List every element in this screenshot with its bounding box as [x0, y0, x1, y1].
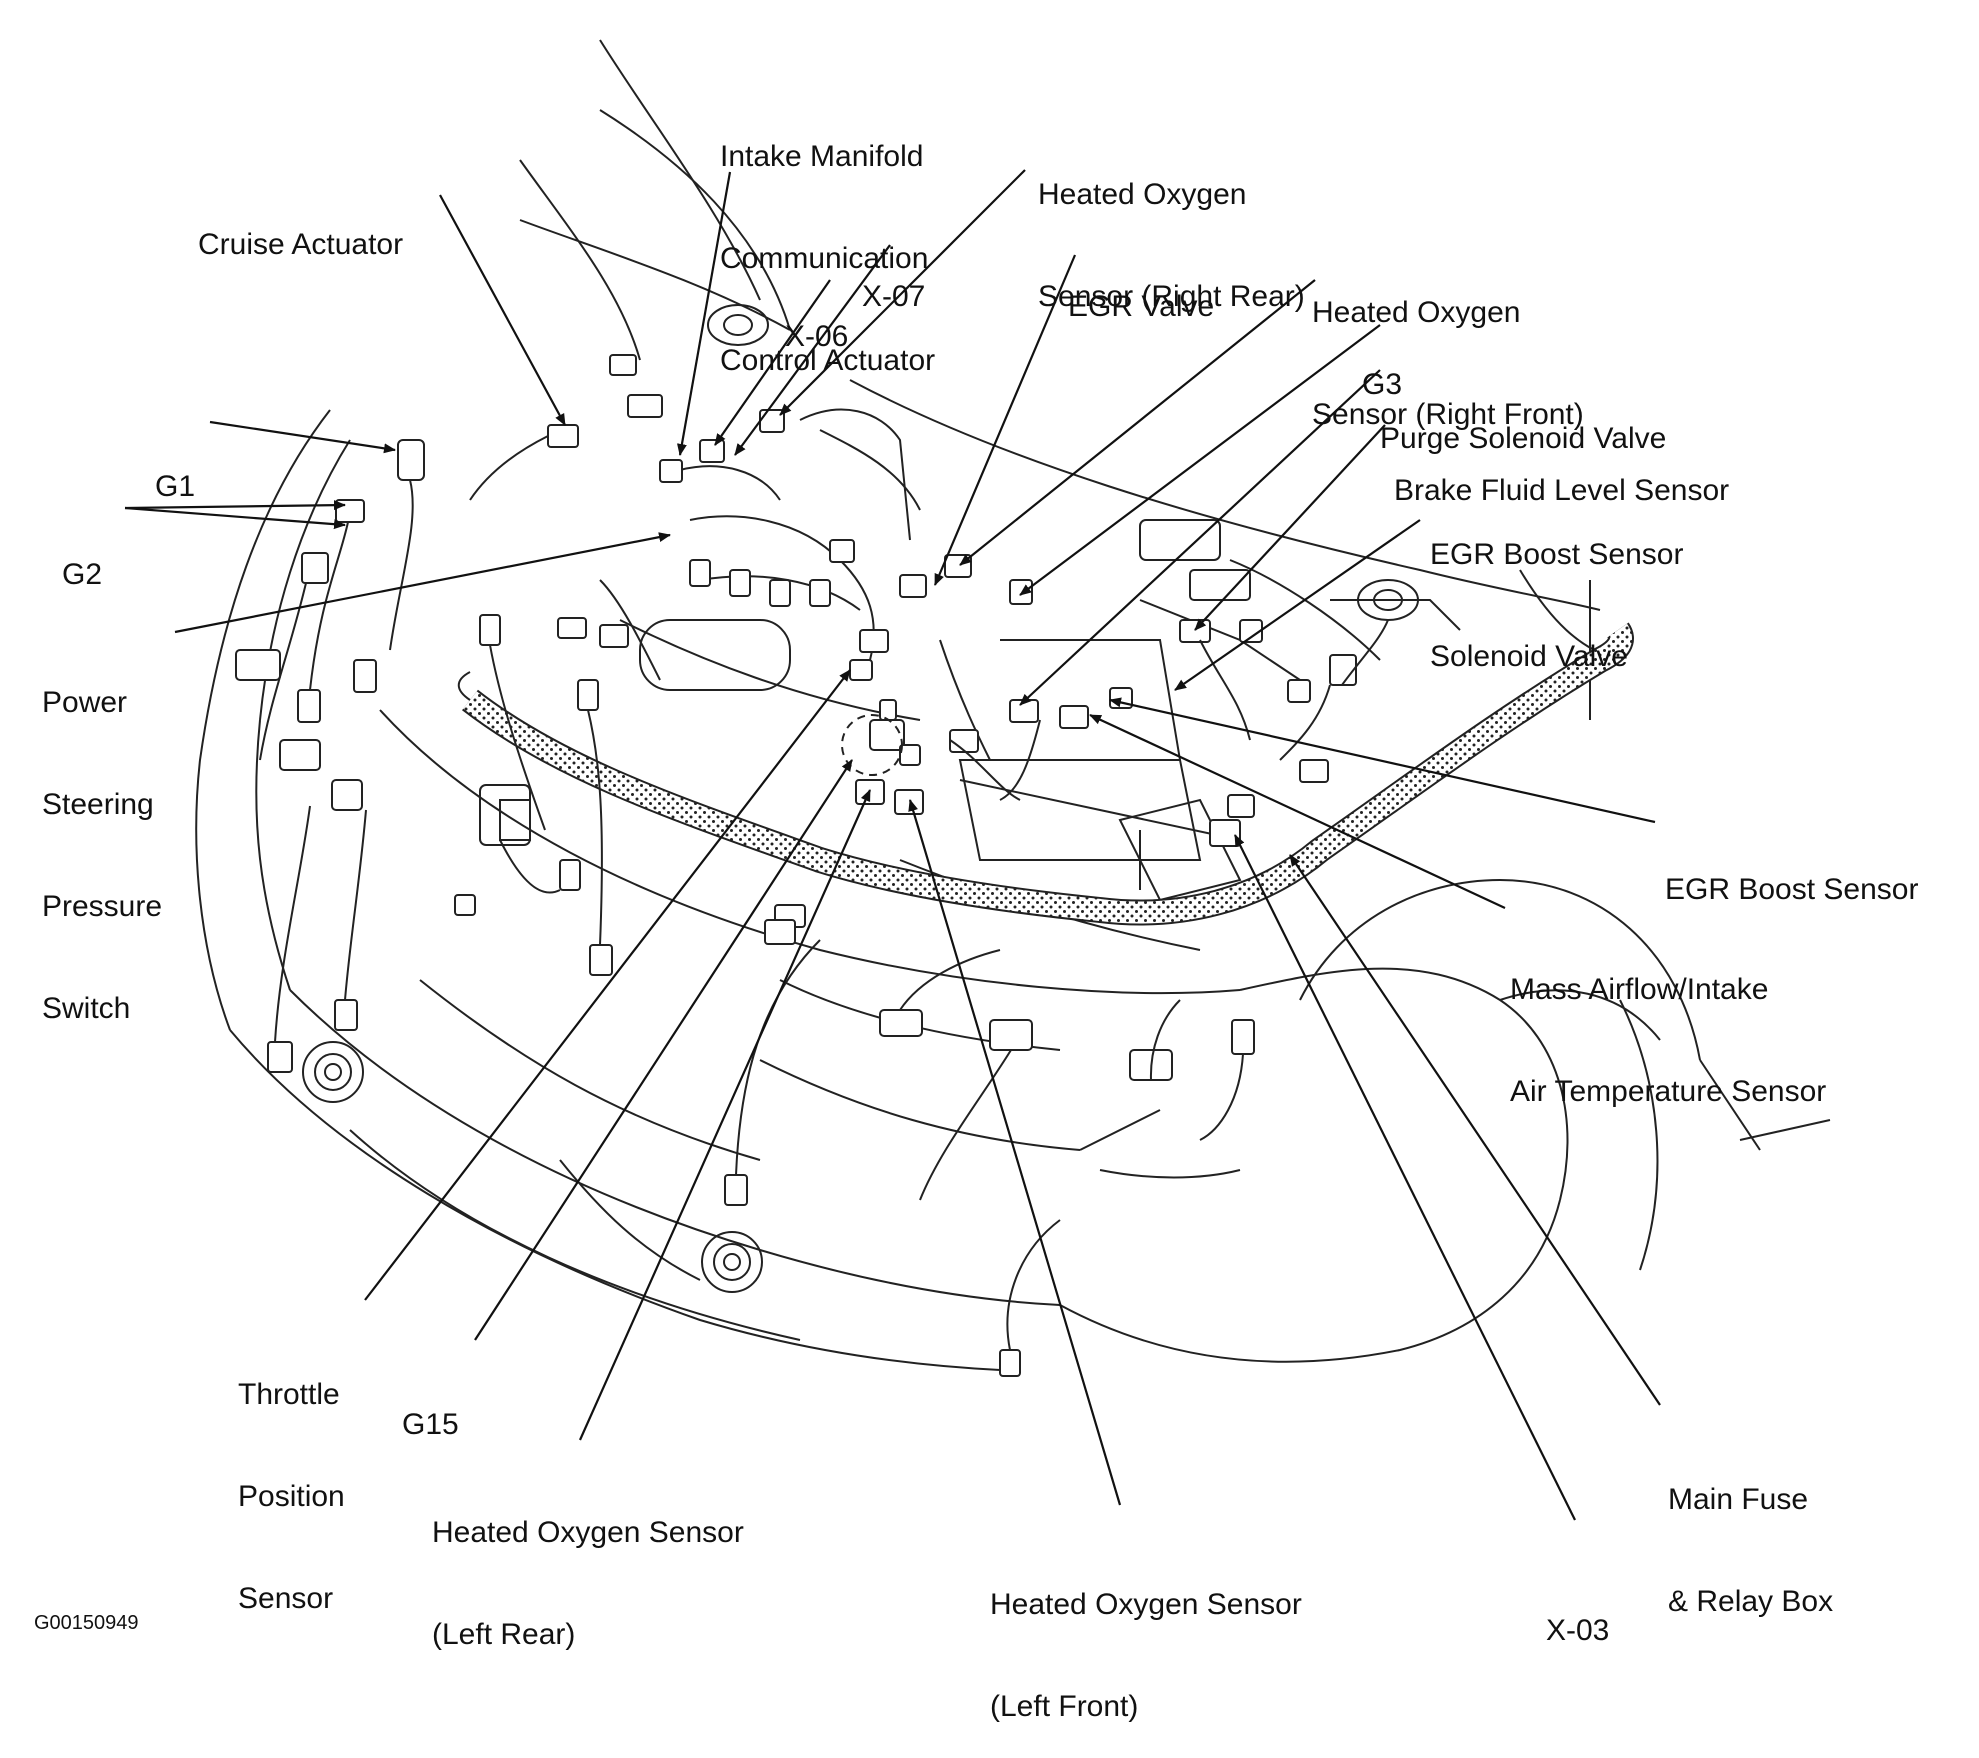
leader-ho2s-left-front — [908, 799, 1122, 1506]
label-egr-valve: EGR Valve — [1068, 290, 1215, 323]
leader-g2-a — [124, 500, 346, 511]
connectors — [235, 354, 1357, 1377]
label-main-fuse: Main Fuse & Relay Box — [1668, 1483, 1834, 1618]
label-ho2s-left-front: Heated Oxygen Sensor (Left Front) — [990, 1588, 1302, 1723]
label-intake-manifold: Intake Manifold Communication Control Ac… — [720, 140, 936, 377]
leader-intake-manifold — [676, 171, 732, 456]
label-ho2s-right-rear: Heated Oxygen Sensor (Right Rear) — [1038, 178, 1305, 313]
label-g3: G3 — [1362, 368, 1403, 401]
leader-x03 — [1234, 834, 1576, 1521]
wiring-harness — [457, 622, 1634, 926]
leader-maf-iat — [1089, 714, 1506, 909]
leader-ho2s-left-rear — [578, 789, 872, 1441]
leader-egr-boost-solenoid — [1174, 519, 1421, 691]
leader-ho2s-right-front — [959, 279, 1316, 566]
leader-ho2s-right-rear — [779, 169, 1026, 416]
wire-leads — [259, 435, 1389, 1351]
label-ps-pressure-switch: Power Steering Pressure Switch — [42, 686, 163, 1025]
label-x03: X-03 — [1546, 1614, 1610, 1647]
figure-code: G00150949 — [34, 1612, 139, 1634]
label-g1: G1 — [155, 470, 196, 503]
leader-egr-valve — [933, 254, 1077, 586]
label-egr-boost-solenoid: EGR Boost Sensor Solenoid Valve — [1430, 538, 1684, 673]
leader-cruise-actuator — [439, 194, 566, 426]
leader-g1 — [209, 420, 396, 454]
label-x07: X-07 — [862, 280, 926, 313]
label-ho2s-left-rear: Heated Oxygen Sensor (Left Rear) — [432, 1516, 744, 1651]
leader-lines — [124, 169, 1661, 1521]
g15-ground-marker — [841, 714, 903, 776]
leader-brake-fluid — [1194, 424, 1386, 631]
leader-g2-b — [124, 506, 346, 530]
label-cruise-actuator: Cruise Actuator — [198, 228, 404, 261]
leader-ps-pressure-switch — [174, 532, 671, 634]
leader-x07 — [734, 244, 891, 456]
leader-g3 — [1019, 324, 1381, 596]
leader-purge-solenoid — [1019, 369, 1381, 706]
label-egr-boost-sensor: EGR Boost Sensor — [1665, 873, 1919, 906]
label-ho2s-right-front: Heated Oxygen Sensor (Right Front) — [1312, 296, 1584, 431]
engine-compartment-diagram — [124, 39, 1831, 1521]
leader-g15 — [474, 759, 853, 1341]
leader-tps — [364, 669, 851, 1301]
label-purge-solenoid: Purge Solenoid Valve — [1380, 422, 1667, 455]
label-tps: Throttle Position Sensor — [238, 1378, 345, 1615]
leader-x06 — [714, 279, 831, 446]
leader-main-fuse — [1289, 854, 1661, 1406]
label-brake-fluid: Brake Fluid Level Sensor — [1394, 474, 1730, 507]
label-g15: G15 — [402, 1408, 459, 1441]
label-g2: G2 — [62, 558, 103, 591]
label-maf-iat: Mass Airflow/Intake Air Temperature Sens… — [1510, 973, 1827, 1108]
leader-egr-boost-sensor — [1109, 697, 1656, 824]
engine-sketch — [479, 408, 1461, 902]
label-x06: X-06 — [785, 320, 849, 353]
